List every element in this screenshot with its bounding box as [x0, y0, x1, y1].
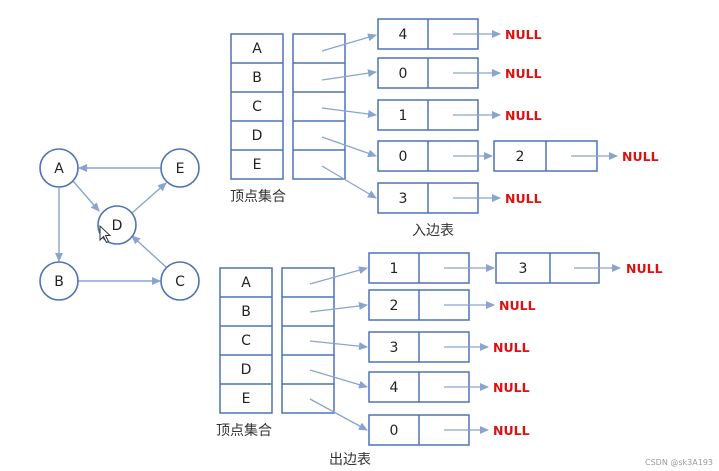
graph-node: B: [39, 261, 79, 301]
vertex-label: B: [252, 70, 262, 86]
graph-node-label: A: [54, 161, 64, 177]
vertex-label: D: [241, 362, 252, 378]
in-edge-table: A B C D E 4 NULL 0: [230, 18, 659, 239]
pointer-arrow: [321, 107, 377, 118]
null-label: NULL: [505, 27, 542, 42]
list-node-value: 0: [399, 66, 408, 82]
list-node-value: 4: [399, 27, 408, 43]
null-label: NULL: [626, 261, 663, 276]
pointer-arrow: [309, 266, 368, 285]
list-node-value: 0: [399, 149, 408, 165]
graph-node: E: [160, 148, 200, 188]
vertex-label: C: [241, 333, 251, 349]
list-node-value: 3: [519, 261, 528, 277]
list-node-value: 3: [390, 340, 399, 356]
graph-node-label: E: [176, 161, 185, 177]
vertex-label: A: [252, 41, 262, 57]
null-label: NULL: [493, 340, 530, 355]
pointer-arrow: [321, 136, 377, 158]
pointer-arrow: [309, 369, 368, 389]
list-node-value: 0: [390, 423, 399, 439]
null-label: NULL: [493, 423, 530, 438]
vertex-label: C: [252, 99, 262, 115]
in-vertex-column: A B C D E: [230, 33, 284, 180]
list-node-value: 4: [390, 380, 399, 396]
out-edge-table: A B C D E 1 3 NULL: [216, 252, 663, 468]
watermark: CSDN @sk3A193: [645, 458, 713, 467]
pointer-arrow: [321, 69, 377, 81]
pointer-arrow: [309, 398, 368, 431]
edge-c-d: [131, 235, 167, 268]
graph-node-label: C: [175, 274, 185, 290]
pointer-arrow: [321, 33, 377, 52]
edge-a-d: [72, 180, 100, 212]
pointer-arrow: [309, 302, 368, 313]
graph-node: C: [160, 261, 200, 301]
vertex-set-caption: 顶点集合: [230, 188, 286, 205]
list-node-value: 1: [390, 261, 399, 277]
out-vertex-column: A B C D E: [219, 267, 273, 414]
graph: A B C D E: [39, 148, 200, 301]
vertex-label: B: [241, 304, 251, 320]
list-node-value: 2: [390, 298, 399, 314]
graph-node-label: B: [54, 274, 64, 290]
null-label: NULL: [505, 108, 542, 123]
list-node-value: 1: [399, 108, 408, 124]
null-label: NULL: [505, 66, 542, 81]
pointer-arrow: [309, 340, 368, 351]
out-table-caption: 出边表: [329, 452, 371, 468]
out-pointer-column: [281, 267, 335, 414]
null-label: NULL: [499, 298, 536, 313]
vertex-set-caption: 顶点集合: [216, 422, 272, 439]
vertex-label: E: [242, 391, 251, 407]
graph-node: A: [39, 148, 79, 188]
list-node-value: 2: [516, 149, 525, 165]
pointer-arrow: [321, 165, 377, 199]
edge-d-e: [131, 182, 167, 214]
null-label: NULL: [493, 380, 530, 395]
vertex-label: E: [253, 157, 262, 173]
in-table-caption: 入边表: [412, 223, 454, 239]
null-label: NULL: [505, 191, 542, 206]
in-pointer-column: [292, 33, 346, 180]
null-label: NULL: [622, 149, 659, 164]
graph-node: D: [97, 205, 137, 245]
graph-node-label: D: [112, 218, 123, 234]
vertex-label: D: [252, 128, 263, 144]
list-node-value: 3: [399, 191, 408, 207]
vertex-label: A: [241, 275, 251, 291]
mouse-cursor-icon: [99, 224, 112, 244]
